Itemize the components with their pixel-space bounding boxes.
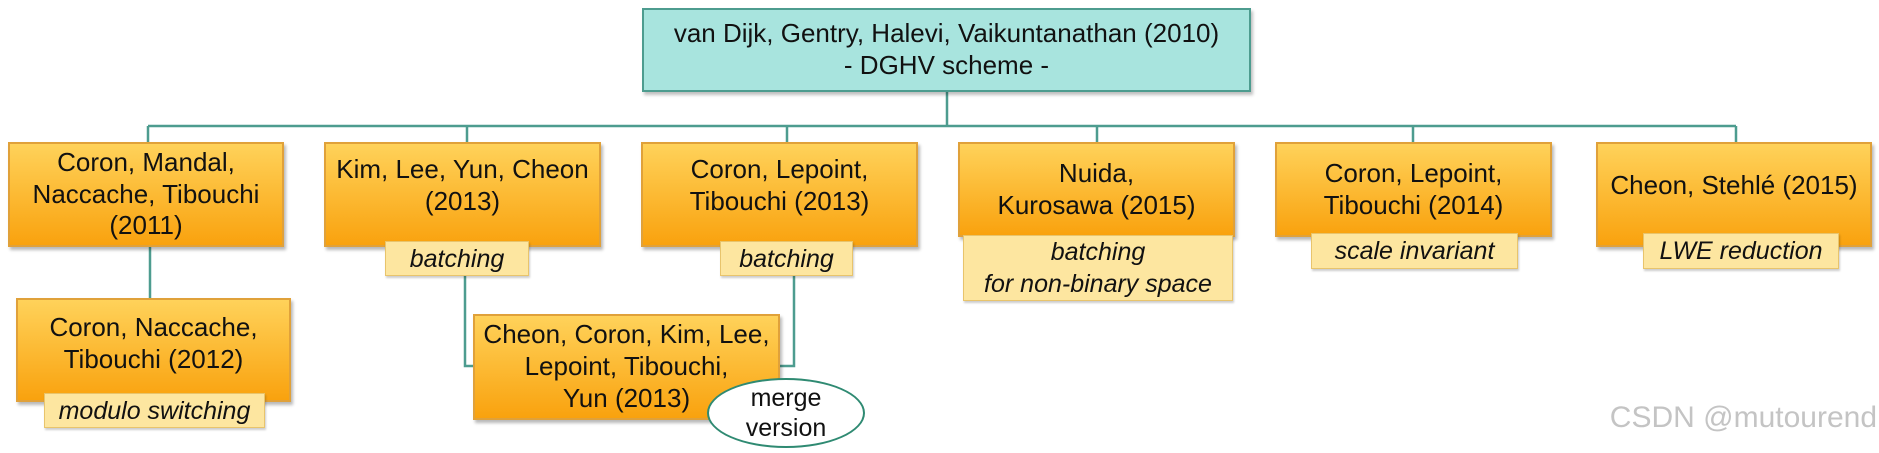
paper-box-cs2015: Cheon, Stehlé (2015) [1596, 142, 1872, 247]
paper-box-clt2014: Coron, Lepoint, Tibouchi (2014) [1275, 142, 1552, 237]
note-batching-clt2013: batching [720, 241, 853, 276]
note-modulo-switching-cnt2012: modulo switching [44, 393, 265, 428]
root-dghv-box: van Dijk, Gentry, Halevi, Vaikuntanathan… [642, 8, 1251, 92]
note-batching-nonbinary-nk2015: batching for non-binary space [963, 235, 1233, 301]
watermark-text: CSDN @mutourend [1609, 401, 1877, 434]
note-lwe-reduction-cs2015: LWE reduction [1643, 233, 1839, 269]
paper-box-cnt2012: Coron, Naccache, Tibouchi (2012) [16, 298, 291, 402]
note-batching-klyc2013: batching [385, 241, 529, 276]
note-scale-invariant-clt2014: scale invariant [1311, 233, 1518, 269]
connector-clt2013-to-merge [780, 276, 796, 368]
paper-box-nk2015: Nuida, Kurosawa (2015) [958, 142, 1235, 237]
paper-box-clt2013: Coron, Lepoint, Tibouchi (2013) [641, 142, 918, 247]
merge-version-bubble: merge version [707, 378, 865, 448]
connector-klyc2013-to-merge [463, 276, 475, 368]
paper-box-cmnt2011: Coron, Mandal, Naccache, Tibouchi (2011) [8, 142, 284, 247]
paper-box-klyc2013: Kim, Lee, Yun, Cheon (2013) [324, 142, 601, 247]
